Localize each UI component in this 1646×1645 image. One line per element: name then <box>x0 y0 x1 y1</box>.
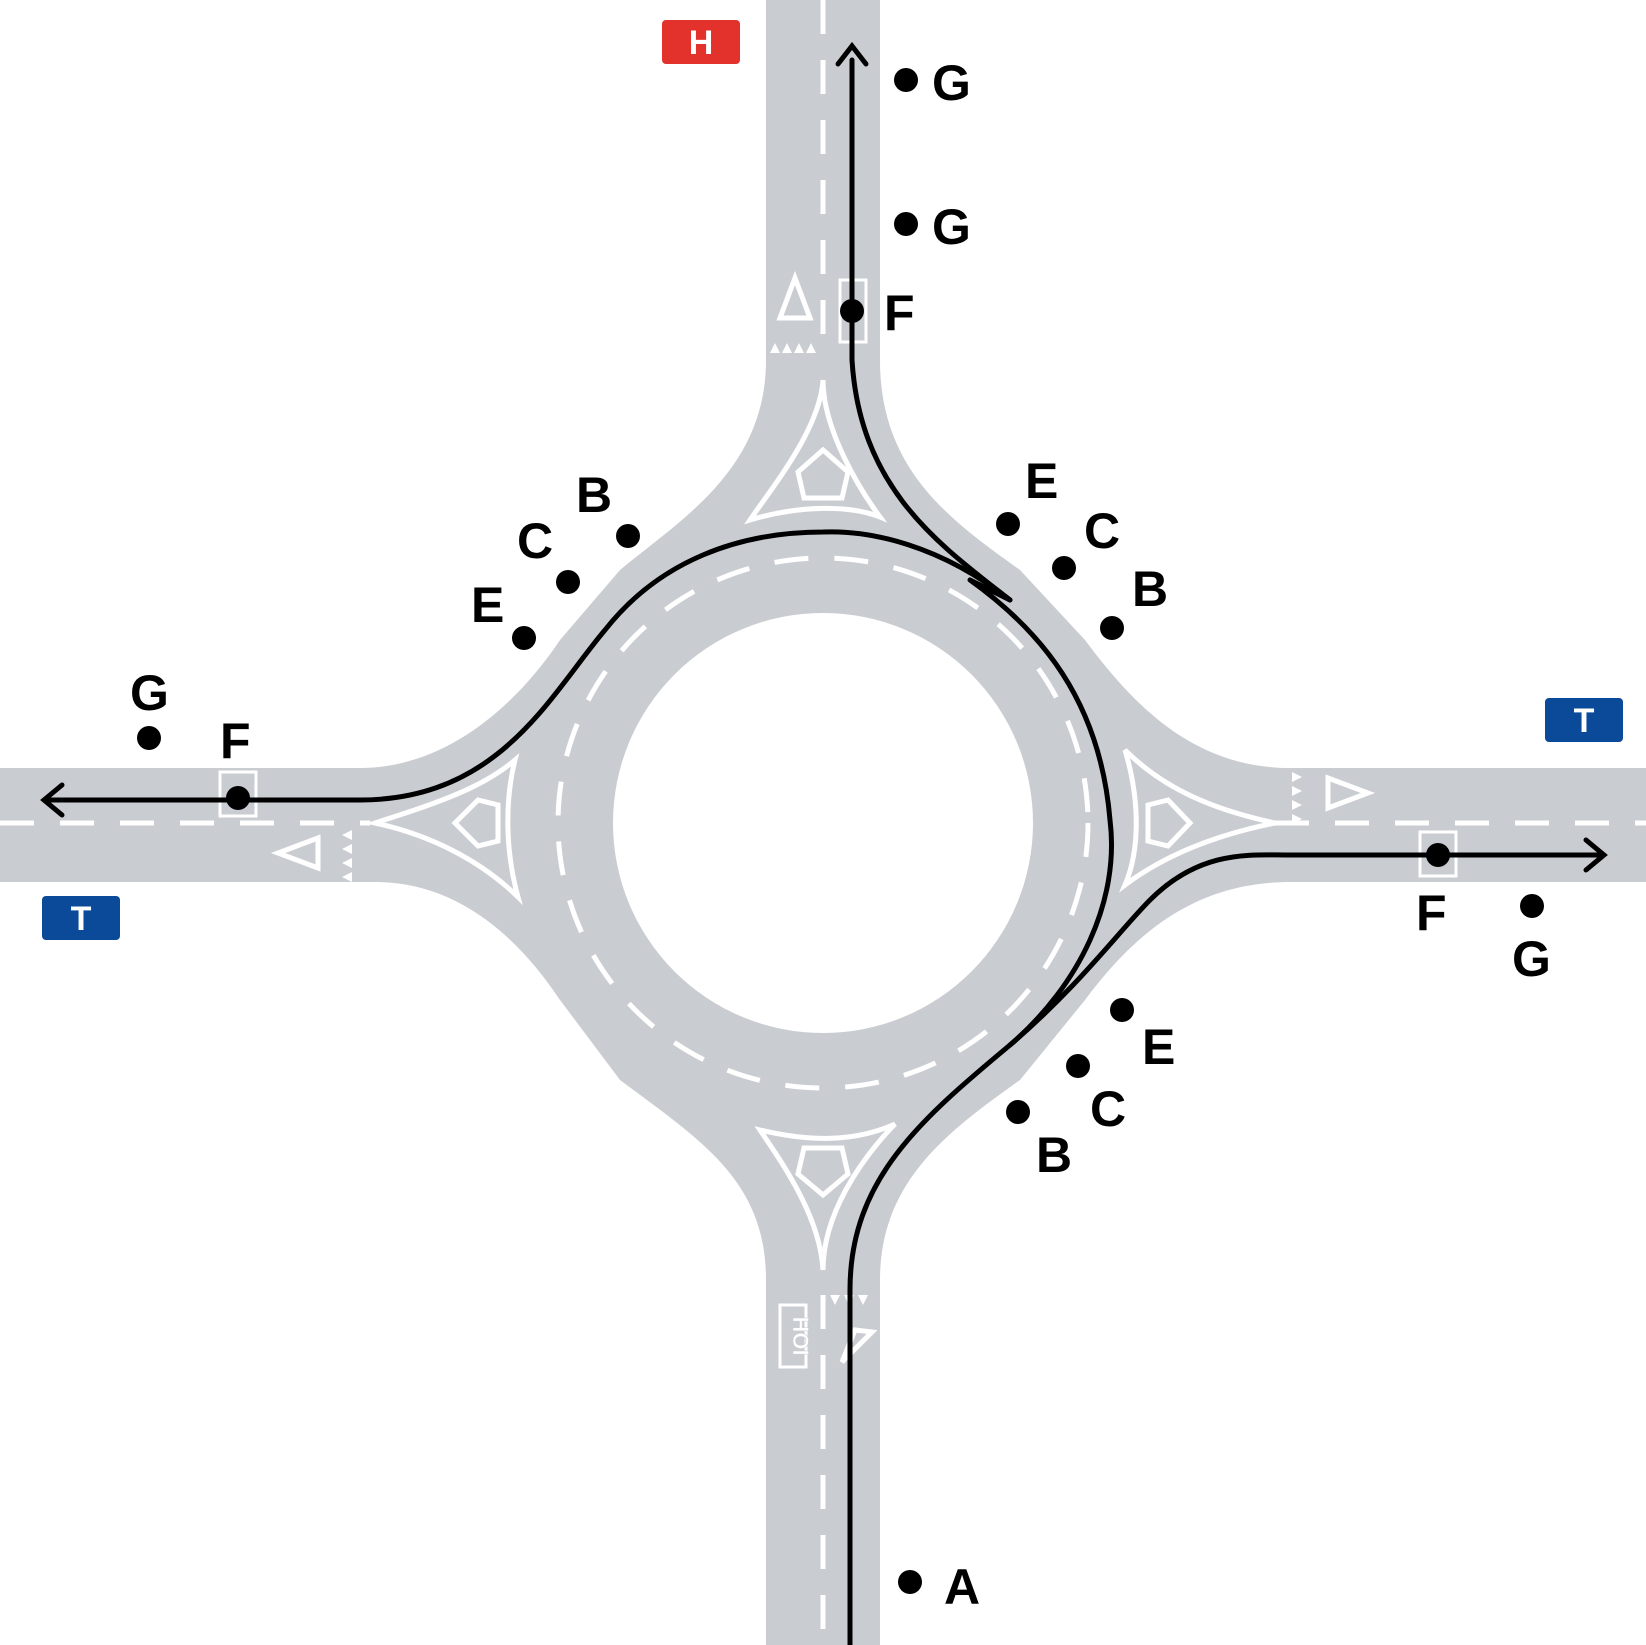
sign-east: T <box>1545 698 1623 742</box>
route-lines <box>42 57 1603 1645</box>
sign-west-text: T <box>71 900 92 938</box>
bus-marking-text: HOI <box>788 1316 813 1355</box>
label-b-northeast: B <box>1132 561 1168 617</box>
label-c-southeast: C <box>1090 1081 1126 1137</box>
label-g-west: G <box>130 665 169 721</box>
label-f-west: F <box>220 713 251 769</box>
label-f-north: F <box>884 285 915 341</box>
sign-north-text: H <box>689 24 714 62</box>
label-a-south: A <box>944 1559 980 1615</box>
label-e-northeast: E <box>1025 453 1058 509</box>
point-labels: G G F B C E E C B G F F G E C B A <box>130 55 1551 1615</box>
central-island <box>613 613 1033 1033</box>
label-g-north-2: G <box>932 199 971 255</box>
sign-north: H <box>662 20 740 64</box>
label-f-east: F <box>1416 885 1447 941</box>
label-e-northwest: E <box>471 577 504 633</box>
label-e-southeast: E <box>1142 1019 1175 1075</box>
label-c-northwest: C <box>517 513 553 569</box>
label-c-northeast: C <box>1084 503 1120 559</box>
label-b-southeast: B <box>1036 1127 1072 1183</box>
label-b-northwest: B <box>576 467 612 523</box>
circulating-lane-line <box>555 555 1091 1091</box>
point-marker-icon <box>137 68 1544 1594</box>
sign-west: T <box>42 896 120 940</box>
splitter-islands <box>365 379 1276 1271</box>
sign-east-text: T <box>1574 702 1595 740</box>
arrow-head-icon <box>40 41 1608 873</box>
label-g-east: G <box>1512 931 1551 987</box>
label-g-north-1: G <box>932 55 971 111</box>
